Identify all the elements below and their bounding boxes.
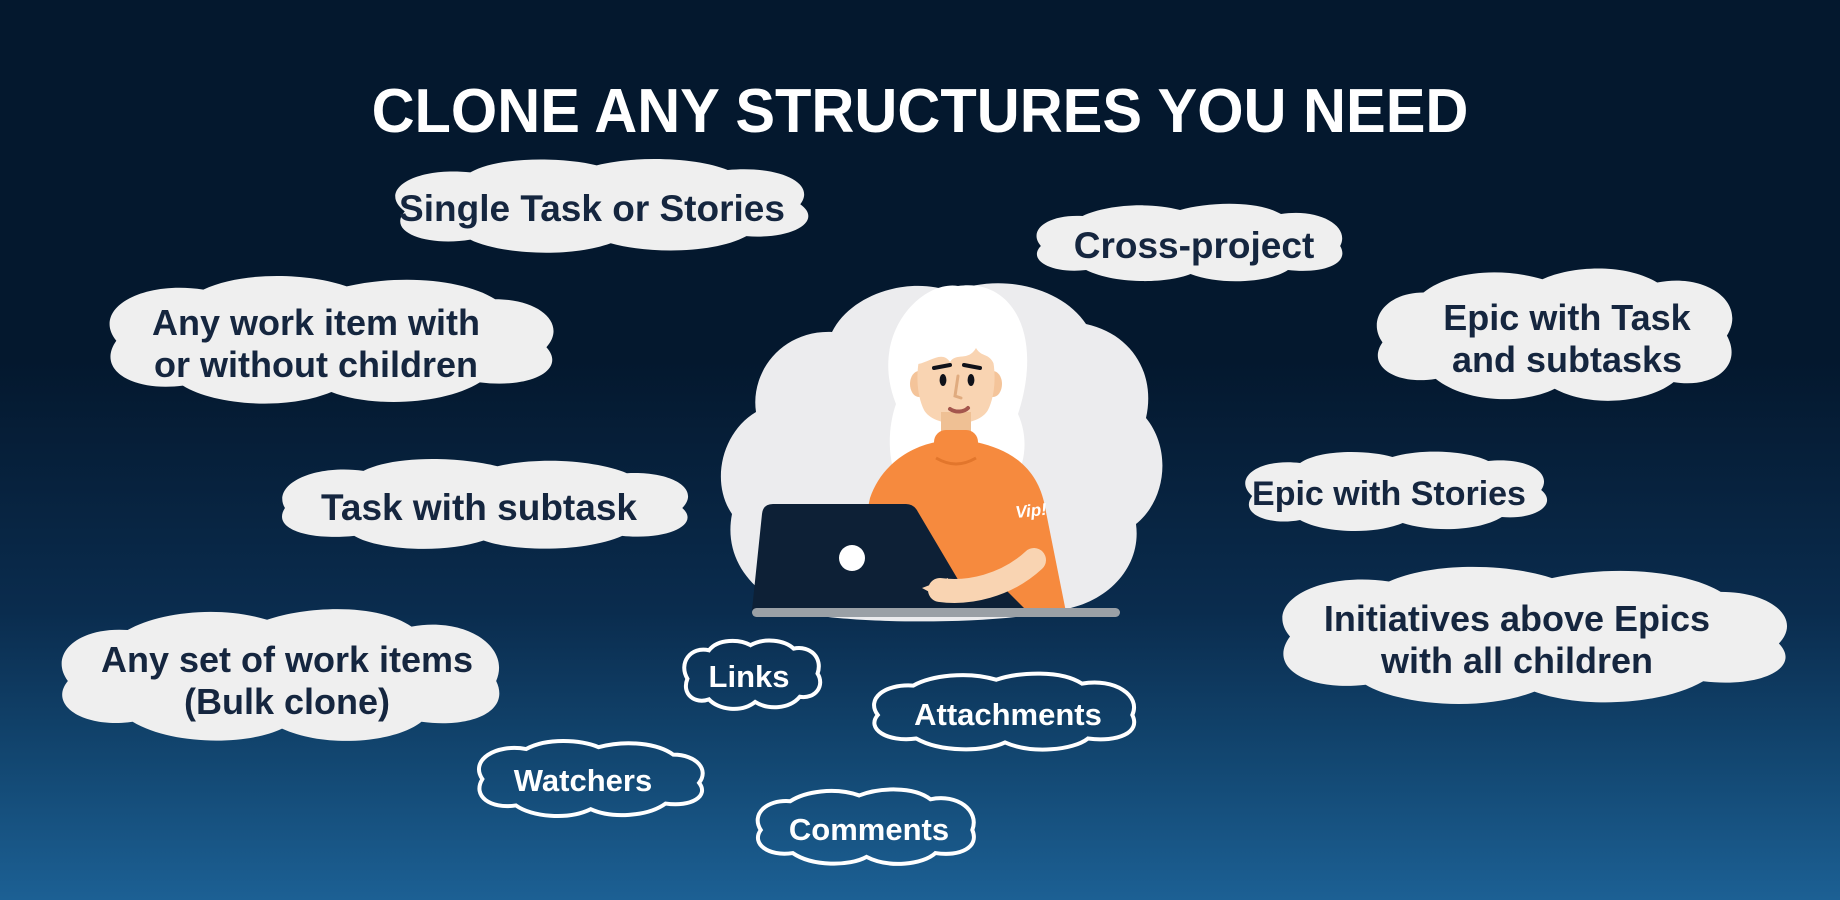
bangs [917,327,995,364]
cloud-shape [395,159,809,253]
cloud-label-line2: (Bulk clone) [183,681,390,722]
cloud-label: Task with subtask [321,487,637,529]
cloud-shape [1036,203,1343,282]
cloud-label: Cross-project [1073,225,1315,267]
cloud-outline-shape [746,782,992,878]
eyebrow-right [962,363,982,370]
cloud-shape [1376,268,1733,401]
mouth [948,406,970,414]
cloud-links: Links [672,634,826,720]
cloud-outline-shape [860,666,1156,764]
cloud-label-line1: Any work item with [151,301,481,343]
page-title: CLONE ANY STRUCTURES YOU NEED [371,76,1469,146]
cloud-comments: Comments [746,782,992,878]
person-at-laptop-illustration: Vip! [700,272,1180,624]
cloud-watchers: Watchers [454,734,712,828]
cloud-label: Links [708,658,790,694]
cloud-label: Comments [788,811,950,847]
collar [934,430,978,460]
collar-shadow [935,456,977,466]
cloud-label-line1: Initiatives above Epics [1323,597,1711,639]
hand [922,578,948,602]
cloud-shape [282,458,689,549]
cloud-outline-shape [454,734,712,828]
cloud-label-line1: Any set of work items [100,638,474,680]
cloud-label-line2: and subtasks [1451,339,1683,380]
eye-left [939,374,947,386]
cloud-epic-with-task-and-subtasks: Epic with Task and subtasks [1362,256,1772,422]
eyebrow-left [932,363,952,370]
cloud-any-work-item: Any work item with or without children [60,264,572,424]
laptop-logo-dot [839,545,865,571]
cloud-label: Epic with Stories [1252,474,1526,513]
cloud-label: Attachments [914,696,1102,732]
cloud-label-line1: Epic with Task [1443,296,1691,338]
cloud-any-set-of-work-items: Any set of work items (Bulk clone) [38,596,536,766]
cloud-outline-shape [672,634,826,720]
cloud-label: Single Task or Stories [399,188,785,230]
cloud-single-task-or-stories: Single Task or Stories [358,150,826,268]
shirt-logo: Vip! [1014,500,1048,522]
cloud-shape [1245,451,1548,532]
cloud-label-line2: with all children [1380,640,1654,681]
arm [928,548,1046,603]
cloud-shape [109,276,554,404]
cloud-shape [61,609,500,741]
cloud-initiatives-above-epics: Initiatives above Epics with all childre… [1226,554,1808,726]
cloud-cross-project: Cross-project [1020,196,1368,296]
cloud-epic-with-stories: Epic with Stories [1218,444,1560,544]
desk [752,608,1120,617]
nose [953,374,963,400]
cloud-attachments: Attachments [860,666,1156,764]
cloud-label: Watchers [513,762,653,798]
eye-right [967,374,975,386]
cloud-label-line2: or without children [154,344,478,385]
cloud-task-with-subtask: Task with subtask [248,450,710,566]
cloud-shape [1282,566,1788,705]
person-illustration-svg: Vip! [720,283,1163,622]
